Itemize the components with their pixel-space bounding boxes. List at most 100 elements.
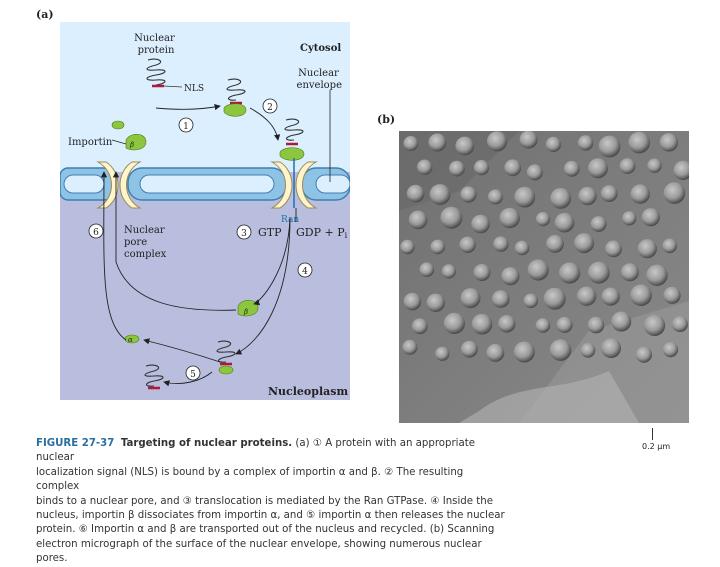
nuclear-pore: [417, 160, 432, 175]
nuclear-pore: [588, 262, 610, 284]
nuclear-pore: [622, 211, 636, 225]
nuclear-pore: [546, 235, 564, 253]
svg-text:3: 3: [241, 229, 247, 239]
step-5: 5: [186, 366, 200, 380]
nuclear-pore: [536, 212, 550, 226]
cytosol-label: Cytosol: [300, 43, 341, 54]
nls-label: NLS: [184, 84, 204, 94]
nuclear-pore: [631, 184, 650, 203]
nuclear-pore: [620, 158, 636, 174]
nuclear-pore: [442, 264, 456, 278]
nuclear-pore: [500, 208, 520, 228]
nuclear-pore: [504, 159, 521, 176]
nuclear-pore: [588, 158, 608, 178]
nuclear-pore: [588, 317, 605, 334]
nuclear-pore: [493, 236, 508, 251]
nuclear-pore: [528, 259, 549, 280]
panel-a-label: (a): [36, 8, 54, 21]
step-4: 4: [298, 263, 312, 277]
nuclear-pore: [550, 188, 571, 209]
svg-text:2: 2: [267, 103, 273, 113]
nuclear-pore: [544, 288, 566, 310]
beta-label-left: β: [129, 141, 134, 149]
nuclear-pore: [486, 344, 504, 362]
nuclear-pore: [501, 267, 519, 285]
figure-number: FIGURE 27-37: [36, 438, 114, 449]
nuclear-pore: [520, 131, 538, 149]
nuclear-pore: [536, 318, 551, 333]
nuclear-pore: [455, 137, 474, 156]
nuclear-pore: [514, 187, 535, 208]
nuclear-pore: [409, 211, 428, 230]
nuclear-pore: [574, 233, 594, 253]
nuclear-pore: [602, 288, 620, 306]
svg-text:6: 6: [93, 228, 99, 238]
caption-line-4: nucleus, importin β dissociates from imp…: [36, 509, 506, 523]
nuclear-pore: [564, 161, 580, 177]
micrograph-image: [399, 131, 689, 423]
step-3: 3: [237, 225, 251, 239]
nuclear-pore: [578, 135, 593, 150]
nuclear-pore: [440, 207, 462, 229]
nuclear-pore: [578, 187, 596, 205]
nuclear-pore: [555, 213, 575, 233]
nuclear-pore: [402, 340, 417, 355]
nuclear-pore: [581, 343, 596, 358]
importin-beta-nucleus: β: [238, 300, 258, 316]
nuclear-pore: [471, 215, 490, 234]
nuclear-pore: [412, 318, 428, 334]
nuclear-pore: [550, 339, 572, 361]
nuclear-pore: [664, 287, 681, 304]
nuclear-pore: [431, 240, 446, 255]
nuclear-pore: [599, 136, 621, 158]
nuclear-pore: [524, 294, 538, 308]
nuclear-pore: [546, 137, 561, 152]
gdp-pi-label: GDP + Pi: [296, 226, 348, 240]
caption-line-3: binds to a nuclear pore, and ③ transloca…: [36, 495, 506, 509]
nuclear-pore: [646, 265, 667, 286]
nuclear-pore: [492, 290, 510, 308]
nuclear-pore: [459, 237, 475, 253]
nuclear-pore: [487, 131, 507, 151]
svg-text:4: 4: [302, 267, 308, 277]
nuclear-pore: [527, 164, 543, 180]
nuclear-pore: [498, 315, 515, 332]
scale-bar: [652, 428, 653, 440]
nuclear-pore: [577, 287, 596, 306]
nuclear-pore: [630, 284, 652, 306]
nuclear-pore: [488, 189, 503, 204]
nuclear-pore: [601, 338, 621, 358]
caption-line-1: FIGURE 27-37 Targeting of nuclear protei…: [36, 437, 506, 466]
nuclear-pore: [621, 263, 639, 281]
nuclear-pore: [647, 159, 661, 173]
nuclear-pore: [472, 314, 493, 335]
nuclear-pore: [420, 262, 435, 277]
svg-text:5: 5: [190, 370, 196, 380]
nuclear-pore: [636, 347, 652, 363]
nuclear-pore: [514, 342, 535, 363]
figure-title: Targeting of nuclear proteins.: [121, 438, 292, 449]
nuclear-pore: [638, 239, 657, 258]
figure-caption: FIGURE 27-37 Targeting of nuclear protei…: [36, 437, 506, 567]
nuclear-pore: [427, 294, 445, 312]
nuclear-pore: [672, 316, 688, 332]
scale-label: 0.2 μm: [642, 442, 670, 451]
step-2: 2: [263, 99, 277, 113]
nuclear-pore: [662, 239, 677, 254]
beta-label-nucleus: β: [243, 308, 248, 316]
nuclear-pore: [428, 134, 446, 152]
nuclear-pore: [642, 208, 660, 226]
alpha-label: α: [128, 336, 133, 344]
nuclear-pore: [435, 347, 449, 361]
nuclear-protein-label: Nuclear protein: [134, 33, 178, 56]
nuclear-pore: [407, 185, 425, 203]
caption-line-6: electron micrograph of the surface of th…: [36, 538, 506, 567]
nuclear-pore: [591, 216, 607, 232]
caption-line-5: protein. ⑥ Importin α and β are transpor…: [36, 523, 506, 537]
nuclear-pore: [663, 342, 678, 357]
nuclear-pore: [557, 317, 573, 333]
nuclear-pore: [461, 288, 481, 308]
nuclear-pore: [474, 160, 489, 175]
importin-label: Importin: [68, 137, 113, 148]
gtp-label: GTP: [258, 226, 282, 239]
